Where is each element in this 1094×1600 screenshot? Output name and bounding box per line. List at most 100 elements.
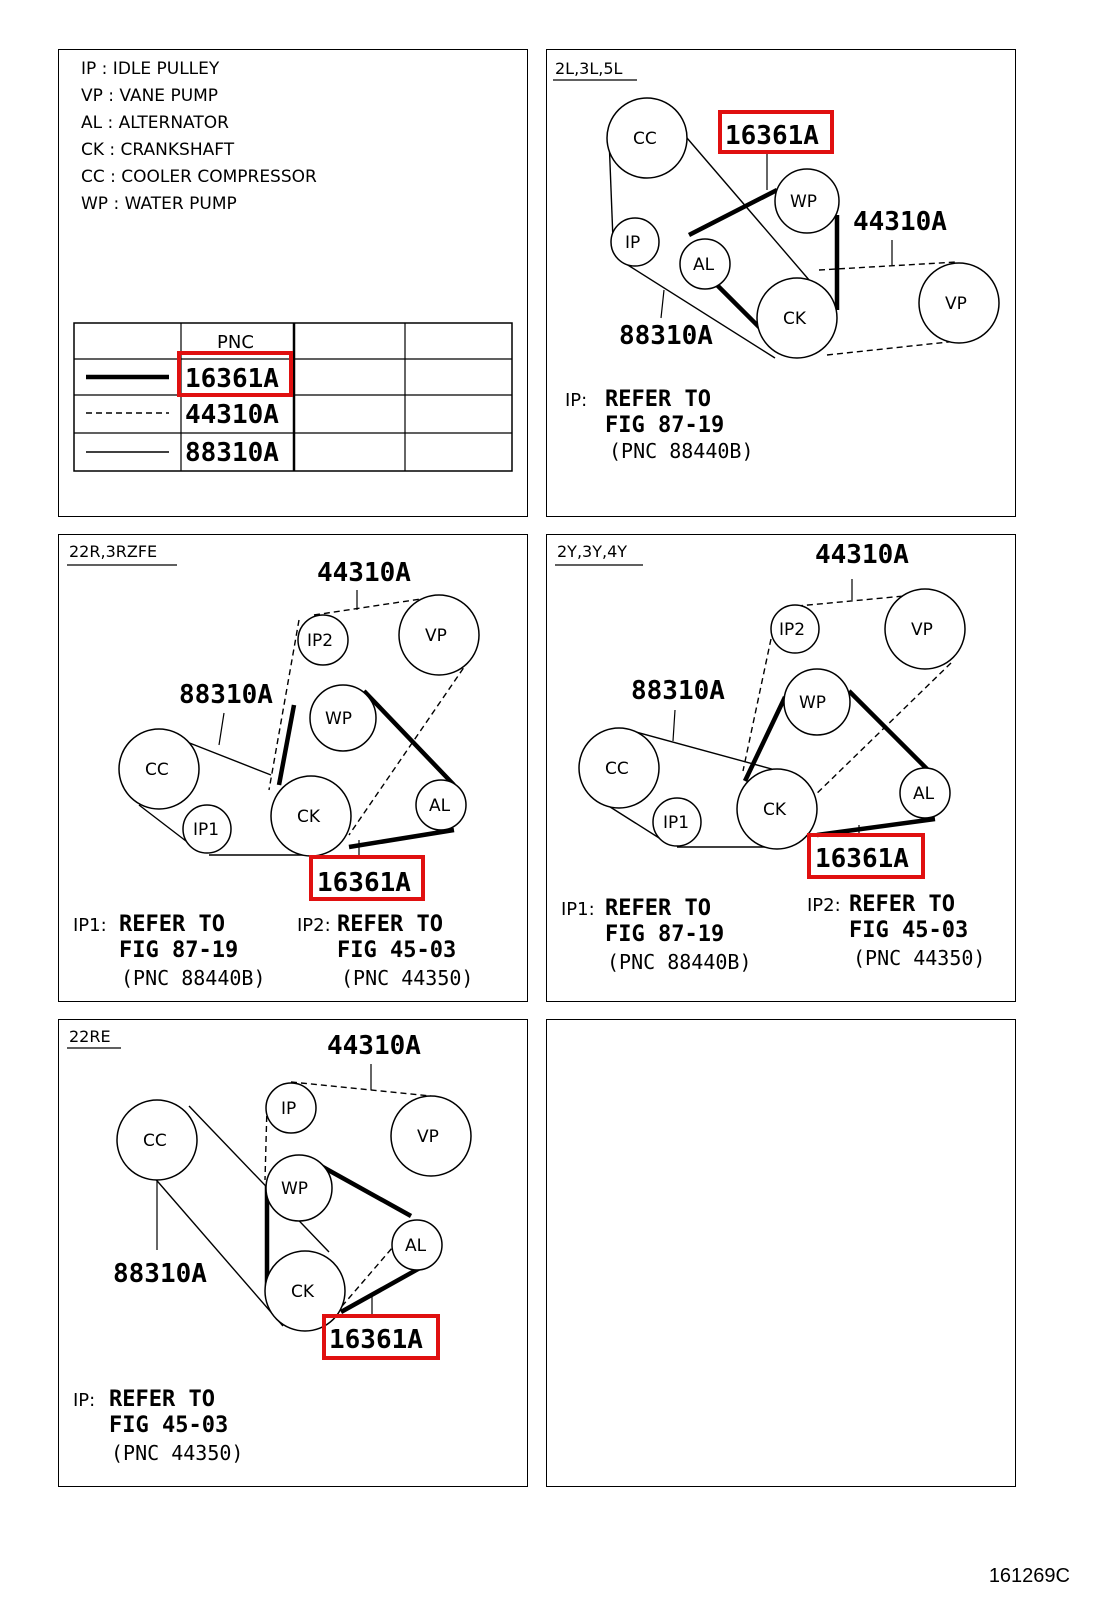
pulley-wp: WP [783, 668, 851, 736]
legend-item: IP : IDLE PULLEY [81, 59, 220, 79]
svg-text:AL: AL [693, 255, 715, 275]
pulley-ck: CK [264, 1250, 346, 1332]
svg-text:WP: WP [799, 693, 826, 713]
figure-number: 161269C [988, 1565, 1070, 1587]
pulley-al: AL [899, 767, 951, 819]
belt-88310a [608, 137, 823, 359]
svg-text:AL: AL [913, 784, 935, 804]
svg-text:IP:: IP: [565, 390, 587, 411]
belt-diagram-22r: 22R,3RZFE CC IP1 IP2 VP WP CK AL 44310A … [67, 542, 480, 990]
svg-text:VP: VP [417, 1127, 439, 1147]
part-callout: 44310A [317, 558, 411, 588]
part-callout: 16361A [317, 868, 411, 898]
belt-44310a [268, 596, 470, 836]
svg-text:CK: CK [783, 309, 807, 329]
svg-text:IP1: IP1 [663, 813, 689, 833]
belt-16361a [276, 689, 456, 850]
belt-diagram-22re: 22RE CC IP VP WP AL CK 44310A 88310A 163… [67, 1027, 472, 1465]
engine-header: 22RE [69, 1027, 111, 1046]
pulley-ip: IP [265, 1082, 317, 1134]
part-callout: 88310A [179, 680, 273, 710]
pulley-ip: IP [610, 217, 660, 267]
pulley-ip2: IP2 [297, 614, 349, 666]
pnc-code: 88310A [185, 438, 279, 468]
pulley-cc: CC [118, 728, 200, 810]
svg-text:AL: AL [405, 1236, 427, 1256]
svg-text:WP: WP [281, 1179, 308, 1199]
svg-text:IP1: IP1 [193, 820, 219, 840]
svg-text:(PNC 44350): (PNC 44350) [853, 946, 985, 970]
pulley-ip1: IP1 [182, 804, 232, 854]
pulley-cc: CC [116, 1099, 198, 1181]
empty-panel [546, 1019, 1016, 1487]
pulley-ip1: IP1 [652, 797, 702, 847]
part-callout: 44310A [853, 207, 947, 237]
part-callout: 16361A [815, 844, 909, 874]
panel-2l-3l-5l: 2L,3L,5L CC IP WP AL CK VP 16361A 44310A… [546, 49, 1016, 517]
legend-item: AL : ALTERNATOR [81, 113, 229, 133]
svg-text:REFER TO: REFER TO [119, 912, 225, 937]
svg-text:AL: AL [429, 796, 451, 816]
legend-item: WP : WATER PUMP [81, 194, 237, 214]
svg-text:CC: CC [633, 129, 657, 149]
svg-text:CC: CC [145, 760, 169, 780]
pulley-al: AL [415, 779, 467, 831]
pulley-wp: WP [265, 1154, 333, 1222]
pulley-ip2: IP2 [770, 604, 820, 654]
svg-text:WP: WP [325, 709, 352, 729]
pnc-code: 16361A [185, 364, 279, 394]
svg-text:(PNC 88440B): (PNC 88440B) [607, 950, 752, 974]
pulley-al: AL [679, 238, 731, 290]
panel-2y-3y-4y: 2Y,3Y,4Y CC IP1 IP2 VP WP CK AL 44310A 8… [546, 534, 1016, 1002]
pulley-vp: VP [918, 262, 1000, 344]
highlight-box [309, 855, 425, 901]
pnc-code: 44310A [185, 400, 279, 430]
pnc-table: PNC 16361A 44310A 88310A [73, 322, 513, 472]
svg-text:(PNC 44350): (PNC 44350) [341, 966, 473, 990]
pulley-cc: CC [578, 727, 660, 809]
svg-text:REFER TO: REFER TO [849, 892, 955, 917]
highlight-box [322, 1314, 440, 1360]
svg-text:REFER TO: REFER TO [109, 1387, 215, 1412]
svg-text:CK: CK [291, 1282, 315, 1302]
pulley-vp: VP [398, 594, 480, 676]
panel-22r-3rzfe: 22R,3RZFE CC IP1 IP2 VP WP CK AL 44310A … [58, 534, 528, 1002]
pulley-cc: CC [606, 97, 688, 179]
refer-note: IP: REFER TO FIG 45-03 (PNC 44350) [73, 1387, 243, 1465]
belt-44310a [818, 261, 968, 356]
pulley-wp: WP [309, 684, 377, 752]
legend-item: CC : COOLER COMPRESSOR [81, 167, 317, 187]
belt-44310a [264, 1081, 432, 1313]
engine-header: 2L,3L,5L [555, 59, 623, 78]
refer-note-ip2: IP2: REFER TO FIG 45-03 (PNC 44350) [807, 892, 985, 970]
legend-item: VP : VANE PUMP [81, 86, 218, 106]
svg-text:FIG 45-03: FIG 45-03 [337, 938, 456, 963]
svg-text:IP2:: IP2: [807, 895, 841, 916]
pulley-ck: CK [270, 775, 352, 857]
highlight-box [718, 110, 834, 154]
legend-item: CK : CRANKSHAFT [81, 140, 235, 160]
refer-note-ip2: IP2: REFER TO FIG 45-03 (PNC 44350) [297, 912, 473, 990]
svg-text:CK: CK [297, 807, 321, 827]
engine-header: 22R,3RZFE [69, 542, 157, 561]
engine-header: 2Y,3Y,4Y [557, 542, 627, 561]
svg-text:IP1:: IP1: [561, 899, 595, 920]
refer-note-ip1: IP1: REFER TO FIG 87-19 (PNC 88440B) [73, 912, 266, 990]
svg-text:CC: CC [143, 1131, 167, 1151]
svg-text:IP:: IP: [73, 1390, 95, 1411]
belt-88310a [138, 1105, 330, 1327]
belt-44310a [742, 594, 952, 802]
highlight-box [177, 351, 293, 397]
svg-text:(PNC 88440B): (PNC 88440B) [121, 966, 266, 990]
pulley-vp: VP [390, 1095, 472, 1177]
svg-text:FIG 45-03: FIG 45-03 [109, 1413, 228, 1438]
svg-text:(PNC 88440B): (PNC 88440B) [609, 439, 754, 463]
pulley-ck: CK [736, 768, 818, 850]
svg-text:IP2: IP2 [307, 631, 333, 651]
panel-22re: 22RE CC IP VP WP AL CK 44310A 88310A 163… [58, 1019, 528, 1487]
svg-text:IP2:: IP2: [297, 915, 331, 936]
legend-panel: IP : IDLE PULLEY VP : VANE PUMP AL : ALT… [58, 49, 528, 517]
svg-text:WP: WP [790, 192, 817, 212]
part-callout: 16361A [725, 121, 819, 151]
svg-text:CC: CC [605, 759, 629, 779]
